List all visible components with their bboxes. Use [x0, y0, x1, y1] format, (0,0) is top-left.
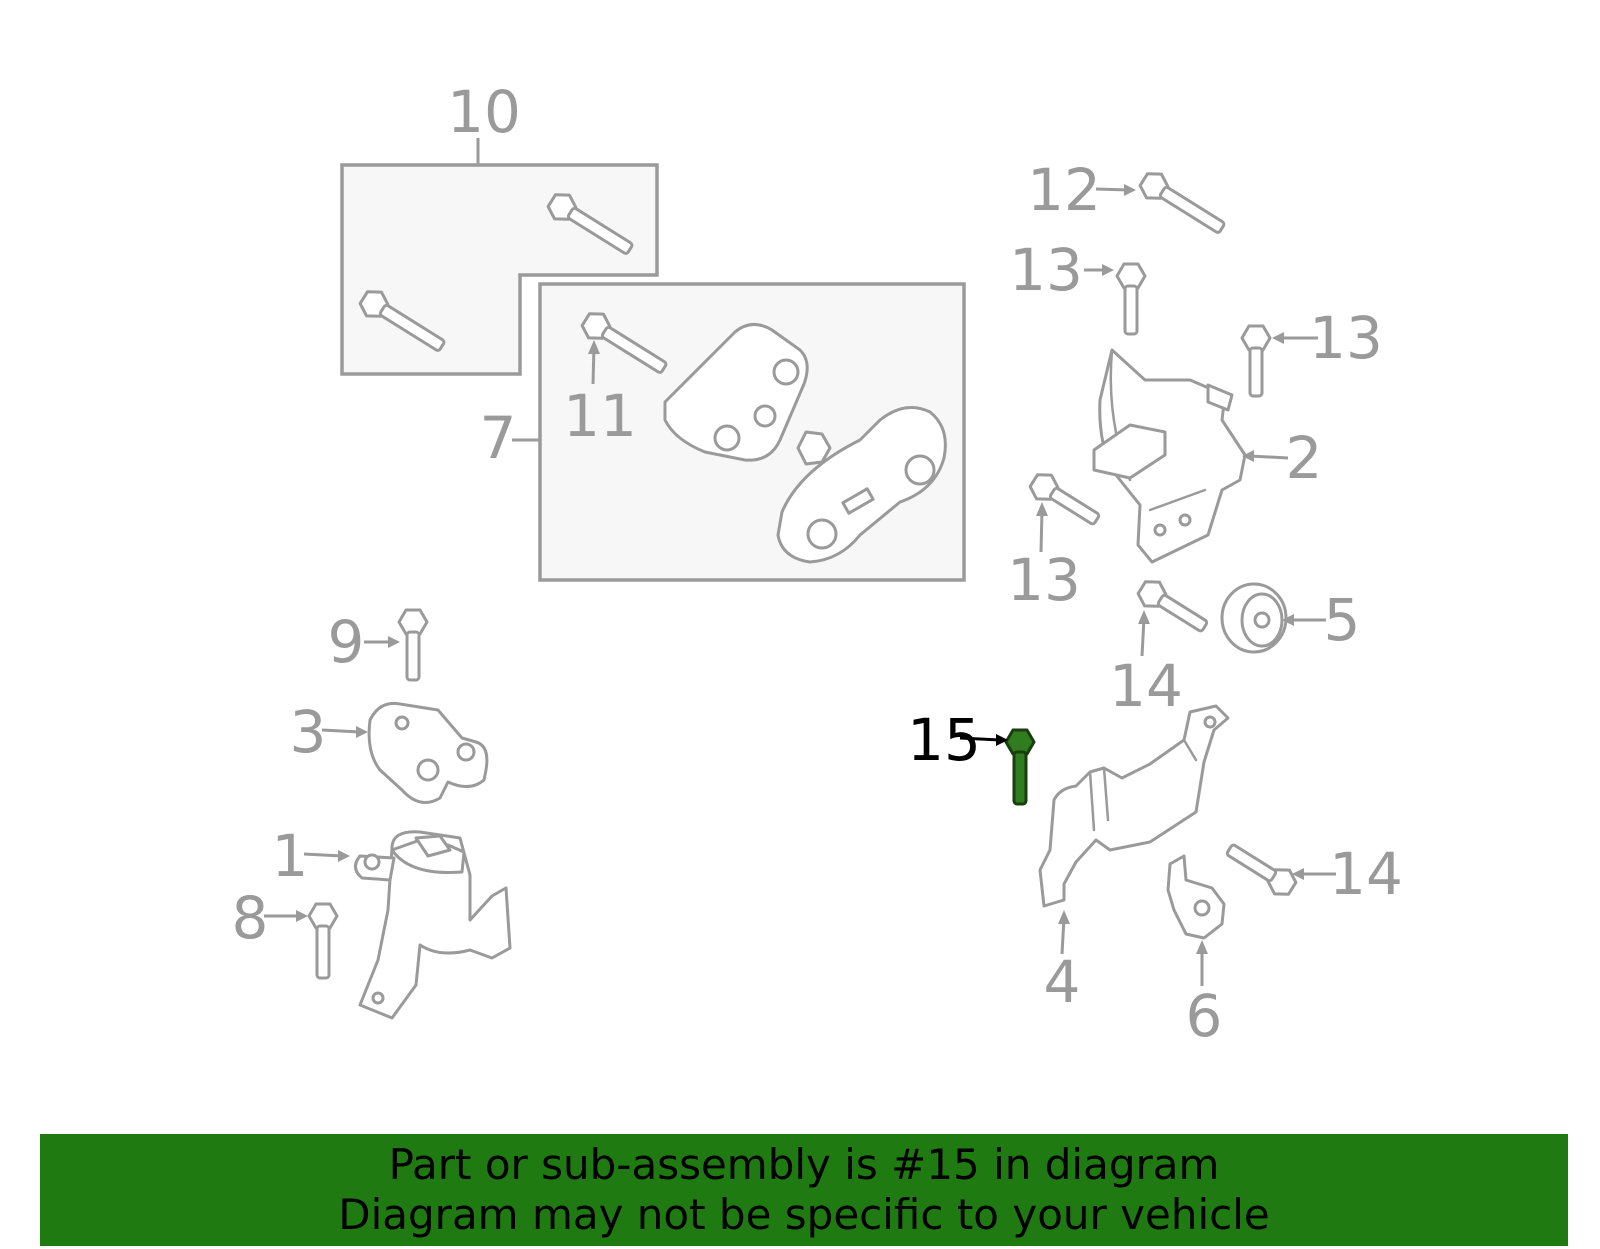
- banner-line-disclaimer: Diagram may not be specific to your vehi…: [338, 1190, 1270, 1239]
- callout-10: 10: [447, 78, 521, 146]
- bushing-5: [1220, 582, 1288, 654]
- arrow-8: [296, 910, 308, 922]
- leader-15: [959, 736, 1001, 742]
- callout-13-c: 13: [1007, 546, 1081, 614]
- bolt-15-highlighted: [1004, 728, 1036, 806]
- arrow-13c: [1036, 502, 1048, 516]
- bolt-9: [397, 608, 429, 682]
- arrow-11: [588, 340, 600, 354]
- bolt-12: [1138, 172, 1226, 234]
- callout-13-a: 13: [1009, 236, 1083, 304]
- bolt-14-upper: [1136, 580, 1209, 633]
- bracket-3: [367, 701, 489, 804]
- arrow-12: [1124, 184, 1136, 196]
- callout-3: 3: [290, 698, 327, 766]
- callout-5: 5: [1324, 586, 1361, 654]
- callout-11: 11: [563, 382, 637, 450]
- bolt-13-angled: [1028, 473, 1101, 526]
- arrow-13a: [1102, 264, 1114, 276]
- leader-12: [1095, 187, 1129, 192]
- leader-1: [303, 852, 343, 858]
- bolt-13-vertical-a: [1115, 262, 1147, 336]
- torque-rod-bushing: [663, 323, 809, 462]
- callout-6: 6: [1186, 982, 1223, 1050]
- leader-2: [1249, 454, 1289, 460]
- arrow-13b: [1272, 332, 1284, 344]
- arrow-5: [1282, 614, 1294, 626]
- callout-4: 4: [1044, 948, 1081, 1016]
- mount-1: [354, 830, 512, 1020]
- arrow-14b: [1292, 868, 1304, 880]
- bolt-8: [307, 902, 339, 980]
- callout-9: 9: [328, 608, 365, 676]
- kit-bolt-lower: [358, 290, 446, 352]
- arrow-1: [338, 850, 350, 862]
- banner-line-part: Part or sub-assembly is #15 in diagram: [388, 1140, 1220, 1189]
- bolt-11: [580, 312, 668, 374]
- bolt-14-lower: [1225, 843, 1298, 896]
- callout-2: 2: [1286, 424, 1323, 492]
- mount-2: [1092, 348, 1247, 564]
- bolt-13-vertical-b: [1240, 324, 1272, 398]
- arrow-15: [996, 734, 1008, 746]
- callout-1: 1: [272, 822, 309, 890]
- arrow-9: [388, 636, 400, 648]
- leader-3: [321, 728, 361, 734]
- bracket-4: [1038, 704, 1230, 908]
- callout-7: 7: [480, 404, 517, 472]
- info-banner: Part or sub-assembly is #15 in diagram D…: [40, 1134, 1568, 1246]
- leader-14a: [1140, 617, 1146, 657]
- callout-14-b: 14: [1329, 840, 1403, 908]
- kit-bolt-upper: [546, 193, 634, 255]
- callout-14-a: 14: [1109, 652, 1183, 720]
- callout-8: 8: [232, 884, 269, 952]
- bracket-6: [1166, 854, 1226, 940]
- arrow-6: [1196, 940, 1208, 954]
- arrow-2: [1242, 450, 1254, 462]
- callout-12: 12: [1027, 156, 1101, 224]
- leader-13c: [1039, 509, 1044, 553]
- arrow-14a: [1138, 610, 1150, 624]
- callout-13-b: 13: [1309, 304, 1383, 372]
- torque-rod: [776, 406, 947, 564]
- arrow-4: [1058, 910, 1070, 924]
- arrow-3: [356, 726, 368, 738]
- callout-15: 15: [907, 706, 981, 774]
